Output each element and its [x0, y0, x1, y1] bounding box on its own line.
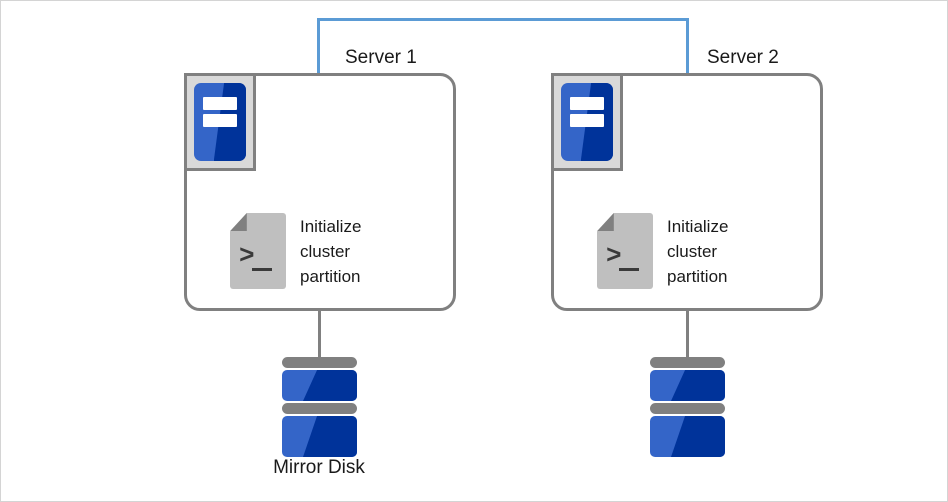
disk-plate-top	[282, 357, 357, 368]
script-terminal-icon: >	[597, 213, 653, 289]
mirror-disk-label: Mirror Disk	[273, 457, 365, 478]
disk-block-shade	[303, 416, 357, 457]
server-icon-slot-2	[203, 114, 237, 128]
disk-block-upper	[650, 370, 725, 401]
server-1-disk-connector	[318, 311, 321, 359]
server-icon-body	[194, 83, 246, 161]
server-icon-slot-1	[570, 97, 604, 111]
disk-block-upper	[282, 370, 357, 401]
server-icon-slot-1	[203, 97, 237, 111]
server-2-action: > Initialize cluster partition	[597, 213, 728, 289]
script-fold-corner	[230, 213, 247, 232]
script-prompt-icon: >	[606, 241, 622, 271]
cluster-interconnect-bracket	[317, 18, 689, 75]
disk-block-shade	[671, 416, 725, 457]
server-2-label: Server 2	[707, 47, 779, 68]
disk-block-shade	[303, 370, 357, 401]
server-icon-body	[561, 83, 613, 161]
script-terminal-icon: >	[230, 213, 286, 289]
disk-plate-middle	[282, 403, 357, 414]
script-fold-corner	[597, 213, 614, 232]
server-2-action-label: Initialize cluster partition	[667, 216, 729, 286]
script-prompt-icon: >	[239, 241, 255, 271]
script-cursor-icon	[252, 268, 272, 271]
server-2-disk-connector	[686, 311, 689, 359]
server-1-mirror-disk	[282, 357, 357, 457]
script-cursor-icon	[619, 268, 639, 271]
server-icon	[551, 73, 623, 171]
server-icon	[184, 73, 256, 171]
disk-plate-middle	[650, 403, 725, 414]
server-icon-slot-2	[570, 114, 604, 128]
server-1-action-label: Initialize cluster partition	[300, 216, 362, 286]
server-1-action: > Initialize cluster partition	[230, 213, 361, 289]
server-1-label: Server 1	[345, 47, 417, 68]
server-2-mirror-disk	[650, 357, 725, 457]
disk-block-lower	[282, 416, 357, 457]
disk-block-lower	[650, 416, 725, 457]
disk-block-shade	[671, 370, 725, 401]
disk-plate-top	[650, 357, 725, 368]
